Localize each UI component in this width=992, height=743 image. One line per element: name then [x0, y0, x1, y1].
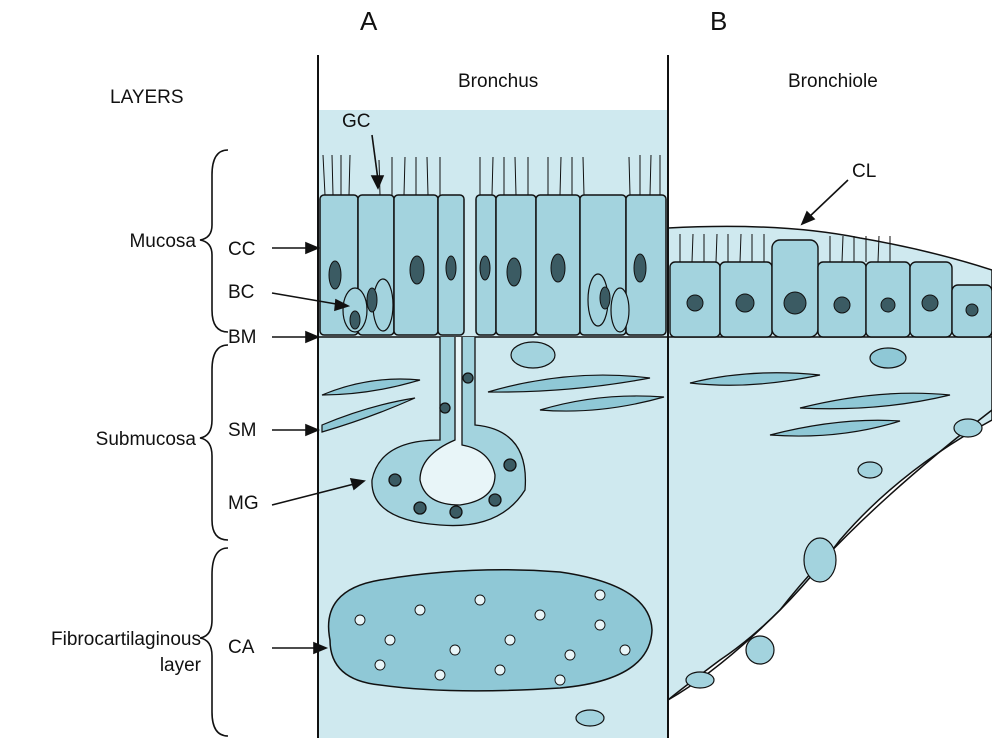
layer-fibrocartilaginous-line1: Fibrocartilaginous: [5, 630, 201, 649]
panel-a-letter: A: [360, 8, 377, 34]
panel-b-title: Bronchiole: [788, 72, 878, 91]
layers-heading: LAYERS: [110, 88, 184, 107]
layer-braces: [200, 150, 228, 736]
panel-b-letter: B: [710, 8, 727, 34]
label-bm: BM: [228, 328, 257, 347]
label-bc: BC: [228, 283, 254, 302]
layer-fibrocartilaginous-line2: layer: [100, 656, 201, 675]
label-gc: GC: [342, 112, 371, 131]
label-mg: MG: [228, 494, 259, 513]
label-ca: CA: [228, 638, 254, 657]
cartilage: [329, 570, 652, 691]
label-cc: CC: [228, 240, 255, 259]
label-cl: CL: [852, 162, 876, 181]
layer-submucosa: Submucosa: [60, 430, 196, 449]
label-sm: SM: [228, 421, 257, 440]
layer-mucosa: Mucosa: [100, 232, 196, 251]
panel-a-title: Bronchus: [458, 72, 538, 91]
